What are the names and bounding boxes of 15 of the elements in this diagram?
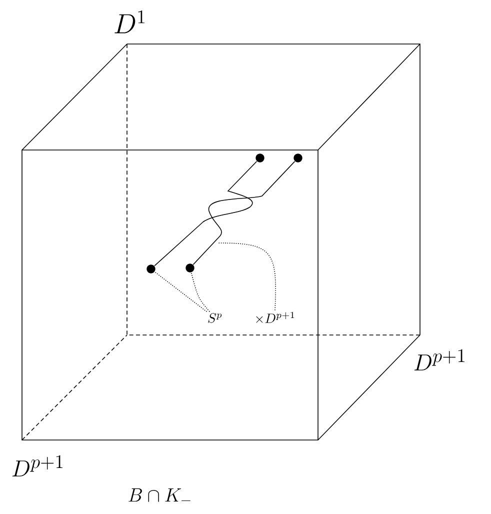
symbol-label: $\times D^{p+1}$ [256, 312, 294, 323]
dot [186, 264, 194, 272]
math-label: $D^1$ [114, 10, 144, 34]
dot [146, 264, 156, 274]
leader-line [154, 271, 208, 312]
symbol-label: $S^{p}$ [208, 313, 222, 323]
math-label: $D^{p+1}$ [12, 455, 63, 476]
leader-line [190, 272, 210, 312]
math-label: $B\cap K_-$ [128, 488, 190, 502]
dot [294, 154, 302, 162]
math-label: $D^{p+1}$ [414, 349, 465, 370]
dot [256, 154, 264, 162]
strand [192, 161, 296, 265]
leader-line [218, 242, 276, 311]
strand [154, 161, 258, 266]
